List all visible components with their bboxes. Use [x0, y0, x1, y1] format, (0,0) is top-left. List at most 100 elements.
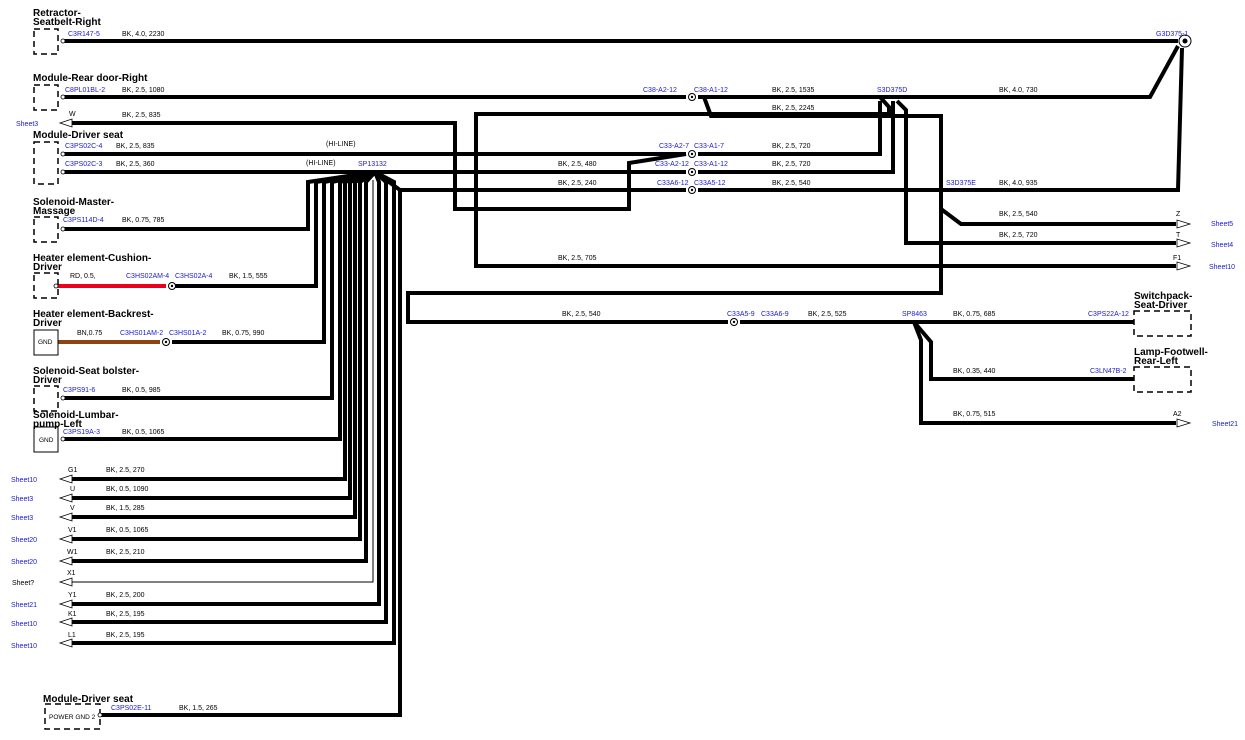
power-gnd-label: POWER GND 2: [49, 714, 96, 721]
pin-u: U: [70, 486, 75, 493]
conn-c33a212: C33-A2-12: [655, 161, 689, 168]
wire-sp-to-g1: [72, 170, 376, 481]
sheet-ref-y1[interactable]: Sheet21: [11, 602, 37, 609]
hiline-label-b: (HI-LINE): [306, 160, 336, 167]
connector-labels: C3R147-5 G3D375-1 C8PL01BL-2 C38-A2-12 C…: [63, 31, 1188, 712]
wire-label: BK, 0.75, 990: [222, 330, 265, 337]
wire-label: BK, 2.5, 705: [558, 255, 597, 262]
wire-label: BK, 4.0, 2230: [122, 31, 165, 38]
ring-c38: [688, 93, 696, 101]
sheet-ref-g1[interactable]: Sheet10: [11, 477, 37, 484]
sheet-ref-x1: Sheet?: [12, 580, 34, 587]
sheet-ref-v1[interactable]: Sheet20: [11, 537, 37, 544]
sheet-ref-k1[interactable]: Sheet10: [11, 621, 37, 628]
arrow-t-icon: [1176, 238, 1192, 248]
arrow-w1-icon: [58, 556, 73, 566]
wire-label: BN,0.75: [77, 330, 102, 337]
conn-c38a2: C38-A2-12: [643, 87, 677, 94]
wire-label: BK, 0.75, 685: [953, 311, 996, 318]
wire-sp-to-w1: [72, 170, 377, 563]
conn-c3hs02a: C3HS02A-4: [175, 273, 212, 280]
wire-sp8463-lamp: [912, 320, 1134, 381]
pin-l1: L1: [68, 632, 76, 639]
title-lamp-l1: Lamp-Footwell-: [1134, 347, 1208, 358]
wire-label: BK, 2.5, 360: [116, 161, 155, 168]
pin-w: W: [69, 111, 76, 118]
sheet-ref-w1[interactable]: Sheet20: [11, 559, 37, 566]
wire-c38-s3d375d: [698, 45, 1180, 99]
box-heater-cushion: [33, 272, 59, 299]
conn-c33a17: C33-A1-7: [694, 143, 724, 150]
conn-c3hs01am: C3HS01AM-2: [120, 330, 163, 337]
conn-c3ps91: C3PS91-6: [63, 387, 95, 394]
pin-k1: K1: [68, 611, 77, 618]
wire-label: BK, 2.5, 210: [106, 549, 145, 556]
conn-s3d375e: S3D375E: [946, 180, 976, 187]
wire-label: BK, 2.5, 200: [106, 592, 145, 599]
arrow-g1-icon: [58, 474, 73, 484]
conn-c3ps114d: C3PS114D-4: [63, 217, 104, 224]
conn-c3ps19a: C3PS19A-3: [63, 429, 100, 436]
ring-c3hs02: [168, 282, 176, 290]
wire-label: BK, 1.5, 555: [229, 273, 268, 280]
sheet-ref-u[interactable]: Sheet3: [11, 496, 33, 503]
sheet-ref-t[interactable]: Sheet4: [1211, 242, 1233, 249]
title-switchpack-l1: Switchpack-: [1134, 291, 1192, 302]
title-cushion-l1: Heater element-Cushion-: [33, 253, 151, 264]
title-retractor-l2: Seatbelt-Right: [33, 17, 101, 28]
title-lumbar-l2: pump-Left: [33, 419, 83, 430]
hiline-label-a: (HI-LINE): [326, 141, 356, 148]
solid-boxes: [33, 329, 59, 453]
sheet-ref-z[interactable]: Sheet5: [1211, 221, 1233, 228]
wire-label: BK, 2.5, 720: [772, 161, 811, 168]
wire-label: BK, 2.5, 835: [122, 112, 161, 119]
wire-label: BK, 2.5, 540: [772, 180, 811, 187]
wire-x1-thin: [72, 180, 374, 583]
wire-label: BK, 2.5, 270: [106, 467, 145, 474]
wire-w-pin: [72, 121, 687, 211]
arrow-f1-icon: [1176, 261, 1192, 271]
wire-sp-to-power-gnd: [100, 170, 402, 717]
wire-sp-to-v1: [72, 170, 377, 541]
arrow-z-icon: [1176, 219, 1192, 229]
wire-labels: BK, 4.0, 2230 BK, 2.5, 1080 BK, 2.5, 153…: [70, 31, 1038, 712]
title-cushion-l2: Driver: [33, 262, 62, 273]
title-bolster-l2: Driver: [33, 375, 62, 386]
box-massage: [33, 216, 59, 243]
arrow-w-icon: [58, 118, 73, 128]
sheet-ref-f1[interactable]: Sheet10: [1209, 264, 1235, 271]
sheet-ref-l1[interactable]: Sheet10: [11, 643, 37, 650]
wire-label: BK, 2.5, 2245: [772, 105, 815, 112]
title-backrest-l1: Heater element-Backrest-: [33, 309, 154, 320]
conn-c3ps02c4: C3PS02C-4: [65, 143, 102, 150]
title-rear-door: Module-Rear door-Right: [33, 73, 148, 84]
wire-label: BK, 2.5, 525: [808, 311, 847, 318]
wire-label: BK, 2.5, 540: [999, 211, 1038, 218]
box-switchpack: [1133, 310, 1192, 337]
conn-sp8463: SP8463: [902, 311, 927, 318]
wire-label: BK, 2.5, 720: [772, 143, 811, 150]
conn-sp13132: SP13132: [358, 161, 387, 168]
wire-label: BK, 2.5, 720: [999, 232, 1038, 239]
ring-c33a-9: [730, 318, 738, 326]
box-heater-backrest: [33, 329, 59, 356]
pin-v1: V1: [68, 527, 77, 534]
title-massage-l1: Solenoid-Master-: [33, 197, 114, 208]
arrow-k1-icon: [58, 617, 73, 627]
sheet-ref-w[interactable]: Sheet3: [16, 121, 38, 128]
wire-t-branch: [895, 99, 1176, 245]
wire-c33-a1-12: [698, 101, 895, 174]
title-driver-seat: Module-Driver seat: [33, 130, 124, 141]
component-boxes: [33, 28, 1192, 730]
pin-y1: Y1: [68, 592, 77, 599]
gnd-label-lumbar: GND: [39, 437, 54, 444]
box-driver-seat: [33, 141, 59, 185]
sheet-ref-a2[interactable]: Sheet21: [1212, 421, 1238, 428]
title-backrest-l2: Driver: [33, 318, 62, 329]
ground-ring-center: [1182, 38, 1188, 44]
conn-c3ps02c3: C3PS02C-3: [65, 161, 102, 168]
arrow-connectors: [58, 118, 1192, 648]
sheet-ref-v[interactable]: Sheet3: [11, 515, 33, 522]
connector-rings: [162, 34, 1192, 346]
